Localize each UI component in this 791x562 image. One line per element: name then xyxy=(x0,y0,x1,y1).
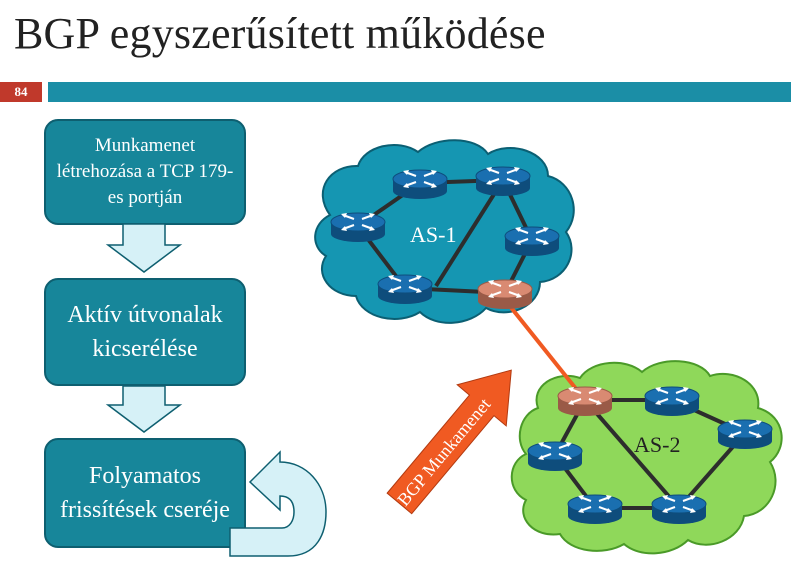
router-icon xyxy=(527,441,583,472)
flow-step-session-setup: Munkamenet létrehozása a TCP 179-es port… xyxy=(44,119,246,225)
flow-step-updates: Folyamatos frissítések cseréje xyxy=(44,438,246,548)
flow-step-label: Munkamenet létrehozása a TCP 179-es port… xyxy=(56,135,234,208)
flow-step-route-exchange: Aktív útvonalak kicserélése xyxy=(44,278,246,386)
slide-number: 84 xyxy=(0,82,42,102)
router-icon xyxy=(644,386,700,417)
page-title: BGP egyszerűsített működése xyxy=(14,9,546,58)
flow-arrow-down xyxy=(105,223,183,273)
border-router-icon xyxy=(477,279,533,310)
flow-step-label: Folyamatos frissítések cseréje xyxy=(60,463,230,523)
as2-label: AS-2 xyxy=(634,432,680,457)
flow-arrow-down xyxy=(105,385,183,433)
router-icon xyxy=(475,166,531,197)
as1-label: AS-1 xyxy=(410,222,456,247)
router-icon xyxy=(330,212,386,243)
router-icon xyxy=(717,419,773,450)
border-router-icon xyxy=(557,386,613,417)
router-icon xyxy=(392,169,448,200)
router-icon xyxy=(504,226,560,257)
router-icon xyxy=(651,494,707,525)
title-underline-bar xyxy=(48,82,791,102)
bgp-session-label: BGP Munkamenet xyxy=(393,394,494,509)
bgp-session-link xyxy=(503,298,587,402)
flow-step-label: Aktív útvonalak kicserélése xyxy=(67,302,223,362)
loop-arrow xyxy=(229,450,327,557)
bgp-session-arrow: BGP Munkamenet xyxy=(386,369,512,515)
router-icon xyxy=(567,494,623,525)
router-icon xyxy=(377,274,433,305)
